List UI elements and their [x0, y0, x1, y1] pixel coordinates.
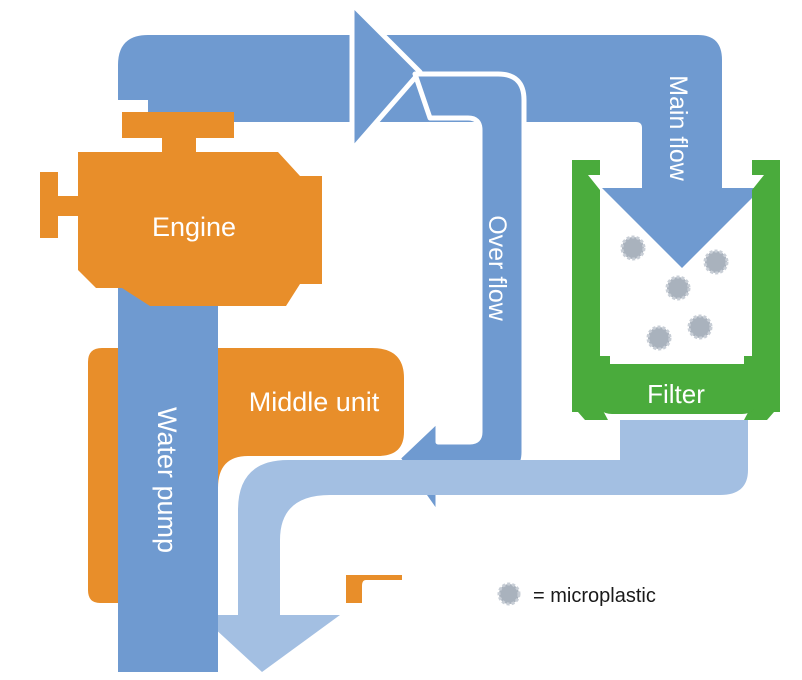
main-flow-bottom-arrow	[200, 420, 748, 672]
over-flow-label: Over flow	[483, 215, 511, 322]
microplastic-particle-icon	[665, 275, 691, 301]
over-flow-arrow-body	[395, 71, 527, 518]
main-flow-top-arrow	[118, 35, 762, 268]
engine-block	[40, 112, 322, 306]
main-flow-top-label: Main flow	[664, 75, 692, 182]
microplastic-particle-icon	[687, 314, 713, 340]
microplastic-particle-icon	[620, 235, 646, 261]
main-flow-bottom-label: Main flow	[541, 505, 648, 533]
legend-microplastic-icon	[497, 582, 521, 606]
water-pump-label: Water pump	[152, 407, 182, 553]
particles	[620, 235, 729, 351]
legend-text: = microplastic	[533, 585, 656, 607]
microplastic-particle-icon	[646, 325, 672, 351]
engine-label: Engine	[152, 212, 236, 242]
orange-block-small	[346, 575, 402, 603]
microplastic-particle-icon	[703, 249, 729, 275]
filter-label: Filter	[647, 379, 705, 409]
water-pump-block	[118, 285, 218, 672]
middle-unit-label: Middle unit	[249, 387, 380, 417]
filter-unit	[572, 160, 780, 420]
over-flow-arrow	[349, 1, 423, 153]
